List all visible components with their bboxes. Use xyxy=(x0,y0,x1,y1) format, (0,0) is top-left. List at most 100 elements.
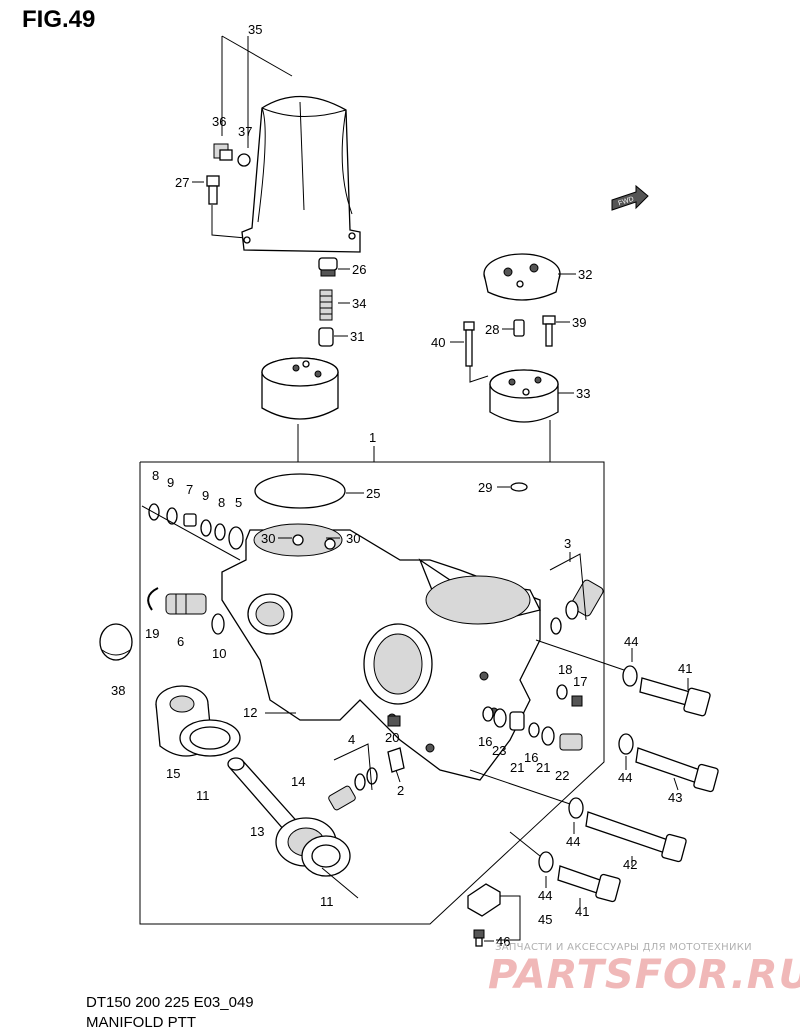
callout: 44 xyxy=(624,634,638,649)
callout: 36 xyxy=(212,114,226,129)
caption-name: MANIFOLD PTT xyxy=(86,1014,197,1031)
reservoir-cover xyxy=(241,95,361,253)
right-seal-set xyxy=(482,684,583,751)
callout: 26 xyxy=(352,262,366,277)
callout: 45 xyxy=(538,912,552,927)
callout: 10 xyxy=(212,646,226,661)
callout: 33 xyxy=(576,386,590,401)
callout: 8 xyxy=(218,495,225,510)
leader-lines xyxy=(192,181,689,942)
assembly-outline xyxy=(139,446,605,925)
callout: 44 xyxy=(566,834,580,849)
callout: 21 xyxy=(536,760,550,775)
callout: 12 xyxy=(243,705,257,720)
plug-36 xyxy=(213,143,233,161)
callout: 40 xyxy=(431,335,445,350)
callout: 38 xyxy=(111,683,125,698)
callout: 16 xyxy=(478,734,492,749)
callout: 18 xyxy=(558,662,572,677)
bolt-43 xyxy=(618,733,719,793)
fitting-2 xyxy=(387,747,405,783)
spring-34 xyxy=(319,289,333,321)
caption-model: DT150 200 225 E03_049 xyxy=(86,994,254,1011)
callout: 44 xyxy=(538,888,552,903)
callout: 19 xyxy=(145,626,159,641)
left-seal-set xyxy=(141,503,244,561)
valve-set-3 xyxy=(549,553,604,635)
callout: 44 xyxy=(618,770,632,785)
fwd-label: FWD xyxy=(617,196,634,208)
watermark-logo: PARTSFOR.RU xyxy=(488,952,800,998)
bolt-40 xyxy=(463,321,489,383)
valve-cap-32 xyxy=(483,253,561,301)
plug-20 xyxy=(387,715,401,727)
bolt-41-bottom xyxy=(509,831,621,903)
callout: 32 xyxy=(578,267,592,282)
bolt-42 xyxy=(469,769,687,863)
callout: 28 xyxy=(485,322,499,337)
valve-body-33 xyxy=(489,369,559,462)
callout: 2 xyxy=(397,783,404,798)
screw-28 xyxy=(513,319,525,337)
callout: 11 xyxy=(320,894,334,909)
callout: 14 xyxy=(291,774,305,789)
cap-45 xyxy=(467,883,521,941)
plug-26 xyxy=(318,257,338,277)
callout: 4 xyxy=(348,732,355,747)
clip-19 xyxy=(147,587,159,611)
callout: 13 xyxy=(250,824,264,839)
seal-11-bottom xyxy=(301,835,359,899)
cap-38 xyxy=(99,623,133,661)
callout: 43 xyxy=(668,790,682,805)
callout: 7 xyxy=(186,482,193,497)
callout: 9 xyxy=(167,475,174,490)
manifold-body xyxy=(221,523,541,781)
callout: 22 xyxy=(555,768,569,783)
callout: 41 xyxy=(575,904,589,919)
callout: 16 xyxy=(524,750,538,765)
fwd-arrow-icon: FWD xyxy=(611,184,649,211)
callout: 9 xyxy=(202,488,209,503)
callout: 30 xyxy=(261,531,275,546)
bolt-46 xyxy=(473,929,485,947)
callout: 15 xyxy=(166,766,180,781)
oring-25 xyxy=(254,473,346,509)
callout: 30 xyxy=(346,531,360,546)
callout: 21 xyxy=(510,760,524,775)
watermark-text: ЗАПЧАСТИ И АКСЕССУАРЫ ДЛЯ МОТОТЕХНИКИ xyxy=(495,942,752,953)
pin-31 xyxy=(318,327,334,347)
plunger-6 xyxy=(165,593,207,615)
callout: 34 xyxy=(352,296,366,311)
callout: 5 xyxy=(235,495,242,510)
callout: 31 xyxy=(350,329,364,344)
callout: 27 xyxy=(175,175,189,190)
callout: 3 xyxy=(564,536,571,551)
callout: 20 xyxy=(385,730,399,745)
bolt-27 xyxy=(206,175,220,205)
bolt-41-top xyxy=(535,639,711,717)
callout: 25 xyxy=(366,486,380,501)
callout: 6 xyxy=(177,634,184,649)
oring-37 xyxy=(237,153,251,167)
callout: 37 xyxy=(238,124,252,139)
seal-11-left xyxy=(179,719,241,757)
callout: 1 xyxy=(369,430,376,445)
oring-29 xyxy=(510,482,528,492)
callout: 29 xyxy=(478,480,492,495)
valve-body-left xyxy=(261,357,339,462)
figure-title: FIG.49 xyxy=(22,6,96,33)
cover-bracket xyxy=(211,35,293,239)
valve-stem-4 xyxy=(328,743,378,811)
callout: 39 xyxy=(572,315,586,330)
callout: 35 xyxy=(248,22,262,37)
callout: 8 xyxy=(152,468,159,483)
bolt-39 xyxy=(542,315,556,347)
callout: 42 xyxy=(623,857,637,872)
callout: 41 xyxy=(678,661,692,676)
callout-labels: 1 2 3 4 5 6 7 8 8 9 9 10 11 11 12 13 14 … xyxy=(111,22,692,949)
oring-10 xyxy=(211,613,225,635)
callout: 46 xyxy=(496,934,510,949)
callout: 23 xyxy=(492,743,506,758)
callout: 11 xyxy=(196,788,210,803)
